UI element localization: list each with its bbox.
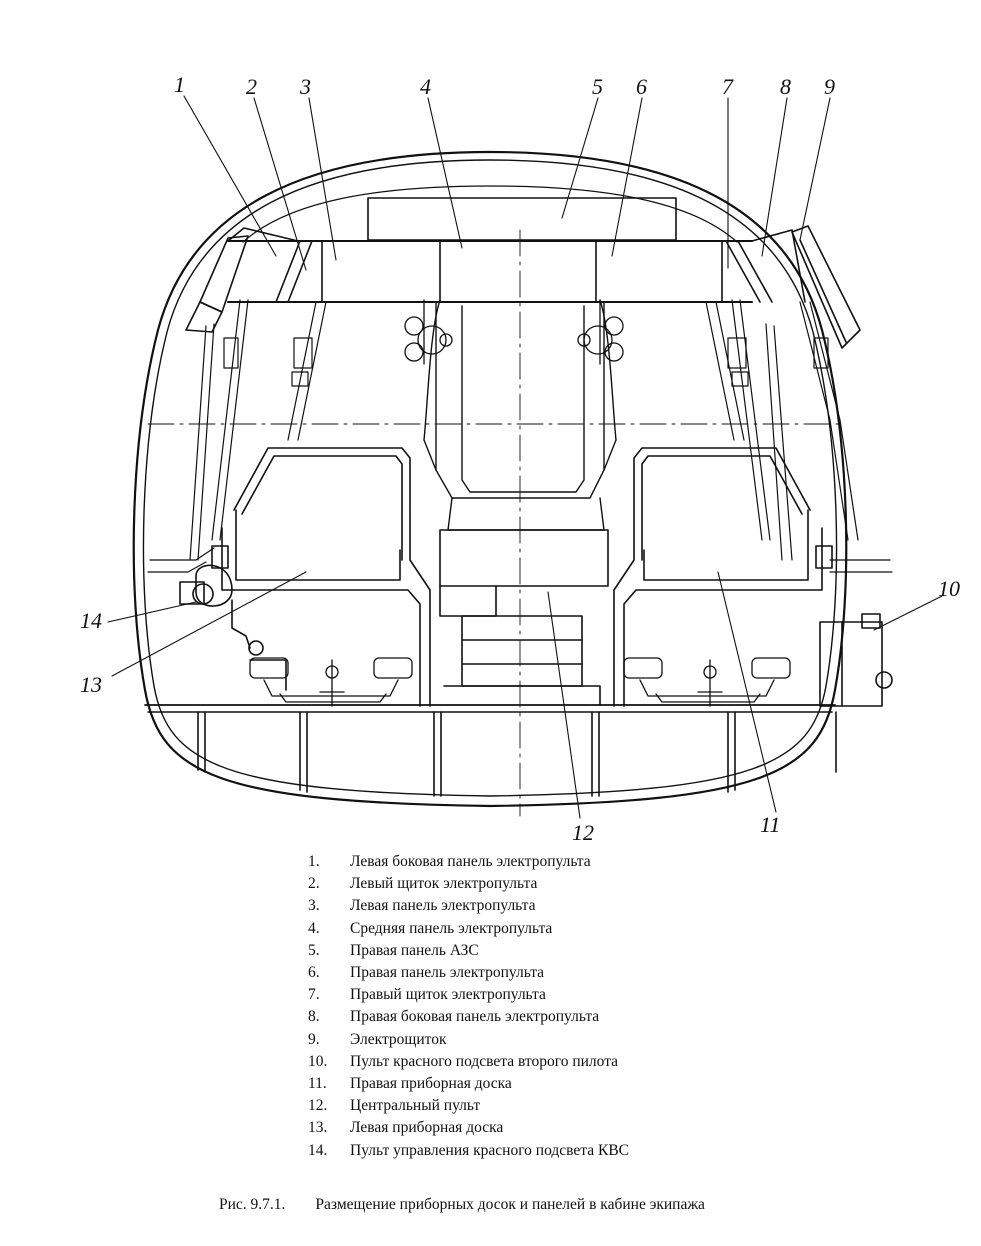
- callout-12: 12: [572, 820, 594, 845]
- legend-text: Левая приборная доска: [350, 1119, 504, 1137]
- legend-item: 3. Левая панель электропульта: [308, 895, 629, 917]
- legend-text: Средняя панель электропульта: [350, 919, 553, 937]
- legend-text: Пульт красного подсвета второго пилота: [350, 1052, 619, 1070]
- centerlines: [147, 229, 839, 817]
- callout-13: 13: [80, 672, 102, 697]
- legend-text: Электрощиток: [350, 1030, 447, 1048]
- figure-caption: Рис. 9.7.1. Размещение приборных досок и …: [219, 1196, 705, 1214]
- legend-item: 13. Левая приборная доска: [308, 1117, 629, 1139]
- overhead-panels: [185, 197, 861, 349]
- legend-number: 7.: [308, 986, 320, 1004]
- legend-text: Левая панель электропульта: [350, 897, 536, 915]
- legend-number: 10.: [308, 1052, 328, 1070]
- legend-number: 3.: [308, 897, 320, 915]
- callout-5: 5: [592, 74, 603, 99]
- cockpit-layout-diagram: 1 2 3 4 5 6 7 8 9 10 11 12 13 14: [80, 72, 960, 845]
- legend-item: 12. Центральный пульт: [308, 1095, 629, 1117]
- legend-item: 8. Правая боковая панель электропульта: [308, 1006, 629, 1028]
- callout-2: 2: [246, 74, 257, 99]
- figure-title: Размещение приборных досок и панелей в к…: [315, 1196, 705, 1213]
- left-instrument-panel: [179, 447, 431, 707]
- legend-text: Пульт управления красного подсвета КВС: [350, 1141, 630, 1159]
- legend-text: Правый щиток электропульта: [350, 986, 546, 1004]
- legend-number: 14.: [308, 1141, 328, 1159]
- legend-text: Левый щиток электропульта: [350, 875, 538, 893]
- callout-10: 10: [938, 576, 960, 601]
- fuselage-outline: [132, 150, 848, 808]
- legend-number: 9.: [308, 1030, 320, 1048]
- legend-text: Правая приборная доска: [350, 1075, 512, 1093]
- callout-14: 14: [80, 608, 102, 633]
- center-console: [439, 529, 609, 705]
- legend-number: 13.: [308, 1119, 328, 1137]
- legend-number: 5.: [308, 941, 320, 959]
- legend-number: 1.: [308, 853, 320, 870]
- legend-item: 11. Правая приборная доска: [308, 1073, 629, 1095]
- right-rudder-pedals: [623, 657, 791, 707]
- legend-text: Центральный пульт: [350, 1097, 481, 1115]
- legend-list: 1. Левая боковая панель электропульта 2. Л…: [308, 851, 629, 1162]
- legend-item: 14. Пульт управления красного подсвета КВ…: [308, 1140, 629, 1162]
- legend-item: 9. Электрощиток: [308, 1029, 629, 1051]
- window-frames: [147, 299, 893, 573]
- legend-item: 1. Левая боковая панель электропульта: [308, 851, 629, 873]
- legend-number: 2.: [308, 875, 320, 893]
- left-rudder-pedals: [249, 657, 413, 707]
- legend-text: Правая панель АЗС: [350, 941, 479, 959]
- legend-number: 11.: [308, 1075, 327, 1093]
- callout-3: 3: [299, 74, 311, 99]
- callout-6: 6: [636, 74, 647, 99]
- legend-item: 10. Пульт красного подсвета второго пилот…: [308, 1051, 629, 1073]
- callout-7: 7: [722, 74, 734, 99]
- legend-number: 6.: [308, 964, 320, 982]
- legend-item: 4. Средняя панель электропульта: [308, 918, 629, 940]
- copilot-red-light-panel: [819, 613, 893, 707]
- legend-text: Правая боковая панель электропульта: [350, 1008, 600, 1026]
- legend-item: 5. Правая панель АЗС: [308, 940, 629, 962]
- legend-text: Правая панель электропульта: [350, 964, 545, 982]
- legend-number: 4.: [308, 919, 320, 937]
- control-yoke-left: [404, 299, 453, 365]
- legend-item: 6. Правая панель электропульта: [308, 962, 629, 984]
- right-instrument-panel: [613, 447, 833, 707]
- legend-item: 7. Правый щиток электропульта: [308, 984, 629, 1006]
- callout-1: 1: [174, 72, 185, 97]
- legend-item: 2. Левый щиток электропульта: [308, 873, 629, 895]
- legend-number: 8.: [308, 1008, 320, 1026]
- legend-number: 12.: [308, 1097, 328, 1115]
- callout-8: 8: [780, 74, 791, 99]
- callout-numbers: 1 2 3 4 5 6 7 8 9 10 11 12 13 14: [80, 72, 960, 845]
- leader-lines: [107, 95, 943, 819]
- callout-9: 9: [824, 74, 835, 99]
- legend-text: Левая боковая панель электропульта: [350, 853, 591, 870]
- callout-11: 11: [760, 812, 780, 837]
- figure-number: Рис. 9.7.1.: [219, 1196, 286, 1213]
- callout-4: 4: [420, 74, 431, 99]
- control-yoke-right: [577, 299, 624, 365]
